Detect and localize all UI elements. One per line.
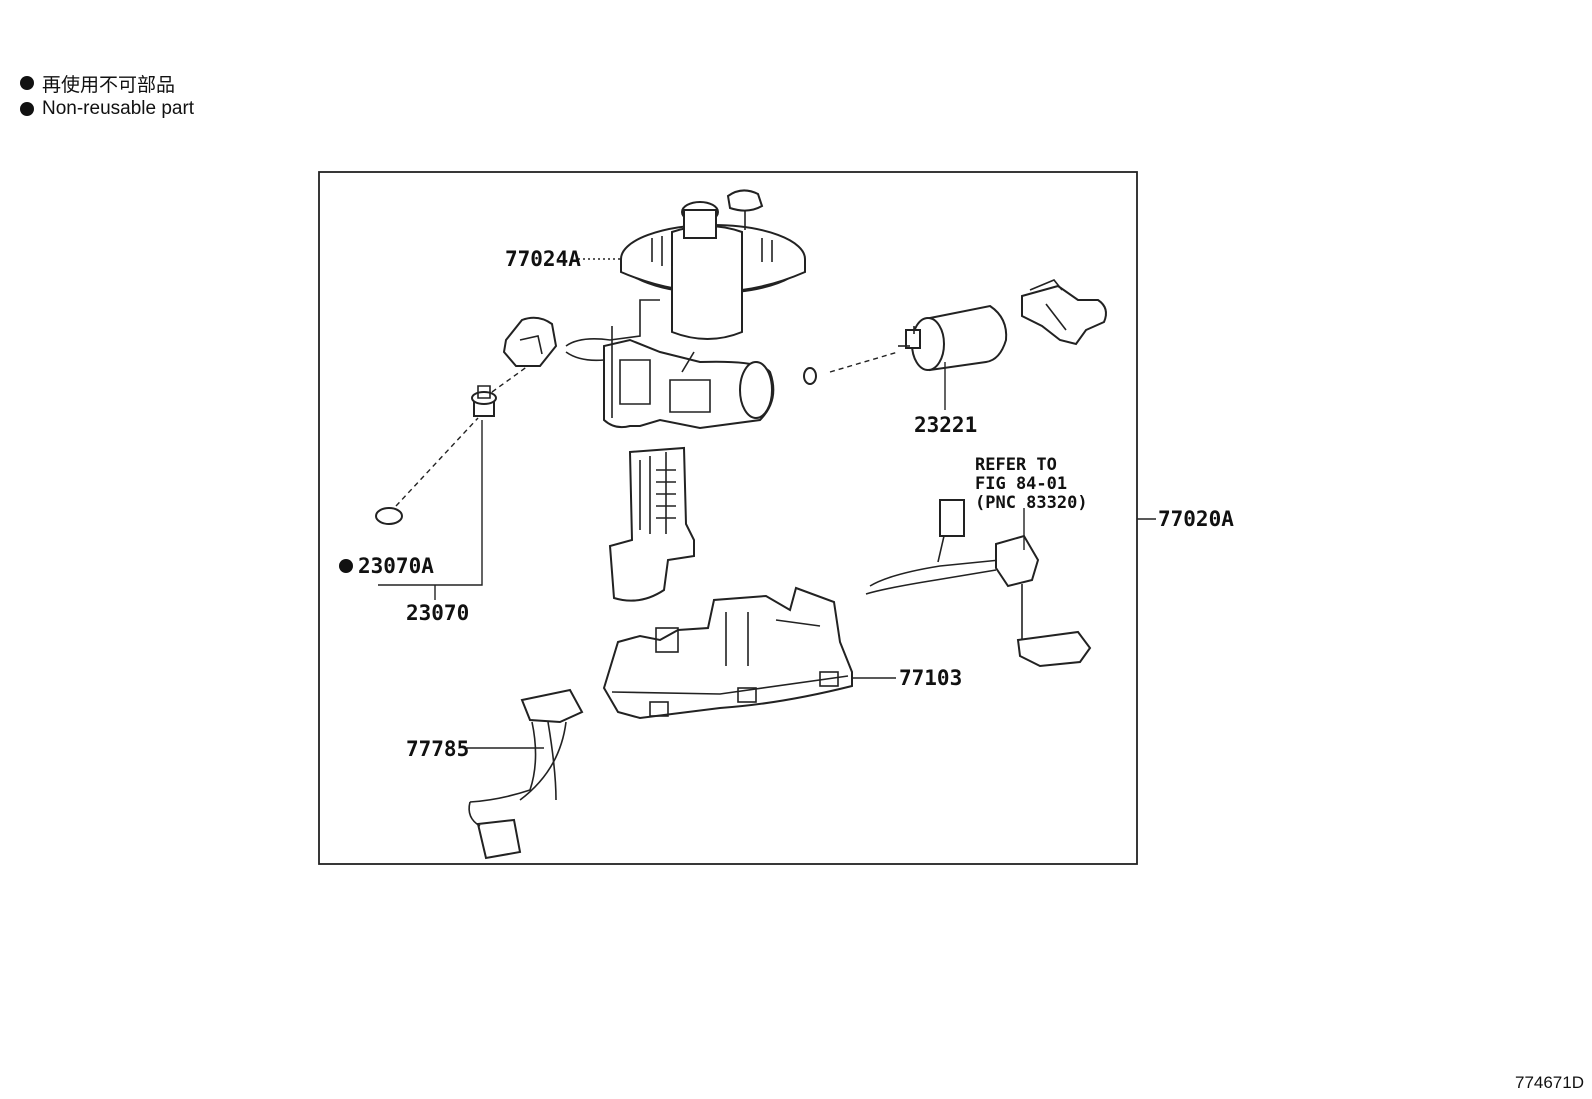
legend: 再使用不可部品 Non-reusable part	[20, 70, 194, 122]
callout-23070A: 23070A	[358, 554, 434, 578]
pump-clip-drawing	[1021, 279, 1107, 346]
callout-77020A: 77020A	[1158, 507, 1234, 531]
o-ring-drawing	[375, 507, 403, 525]
callout-23070: 23070	[406, 601, 469, 625]
washer-drawing	[803, 367, 817, 385]
pump-dash	[829, 351, 899, 373]
refer-note-line3: (PNC 83320)	[975, 493, 1088, 513]
non-reusable-mark-icon	[339, 559, 353, 573]
callout-77024A: 77024A	[505, 247, 581, 271]
pump-body-drawing	[565, 299, 775, 430]
assembly-frame	[318, 171, 1138, 865]
figure-code: 774671D	[1514, 1073, 1584, 1092]
legend-row-en: Non-reusable part	[20, 96, 194, 122]
legend-label-en: Non-reusable part	[42, 98, 195, 119]
refer-note-line2: FIG 84-01	[975, 474, 1067, 494]
callout-23221: 23221	[914, 413, 977, 437]
o-ring-dash	[395, 417, 479, 507]
legend-label-ja: 再使用不可部品	[42, 74, 176, 96]
fuel-pump-drawing	[898, 304, 1008, 372]
sub-tank-drawing	[602, 586, 853, 720]
regulator-dash	[491, 365, 529, 393]
refer-note-line1: REFER TO	[975, 455, 1057, 475]
filled-circle-icon	[20, 76, 34, 90]
callout-77785: 77785	[406, 737, 469, 761]
wire-harness-drawing	[468, 688, 584, 860]
regulator-cap-drawing	[502, 316, 558, 367]
legend-row-ja: 再使用不可部品	[20, 70, 194, 96]
filled-circle-icon	[20, 102, 34, 116]
filter-drawing	[608, 446, 695, 602]
sender-gauge-drawing	[865, 499, 1092, 668]
callout-77103: 77103	[899, 666, 962, 690]
pump-flange-drawing	[620, 189, 806, 340]
regulator-drawing	[471, 385, 497, 417]
bracket-23070	[378, 420, 483, 586]
